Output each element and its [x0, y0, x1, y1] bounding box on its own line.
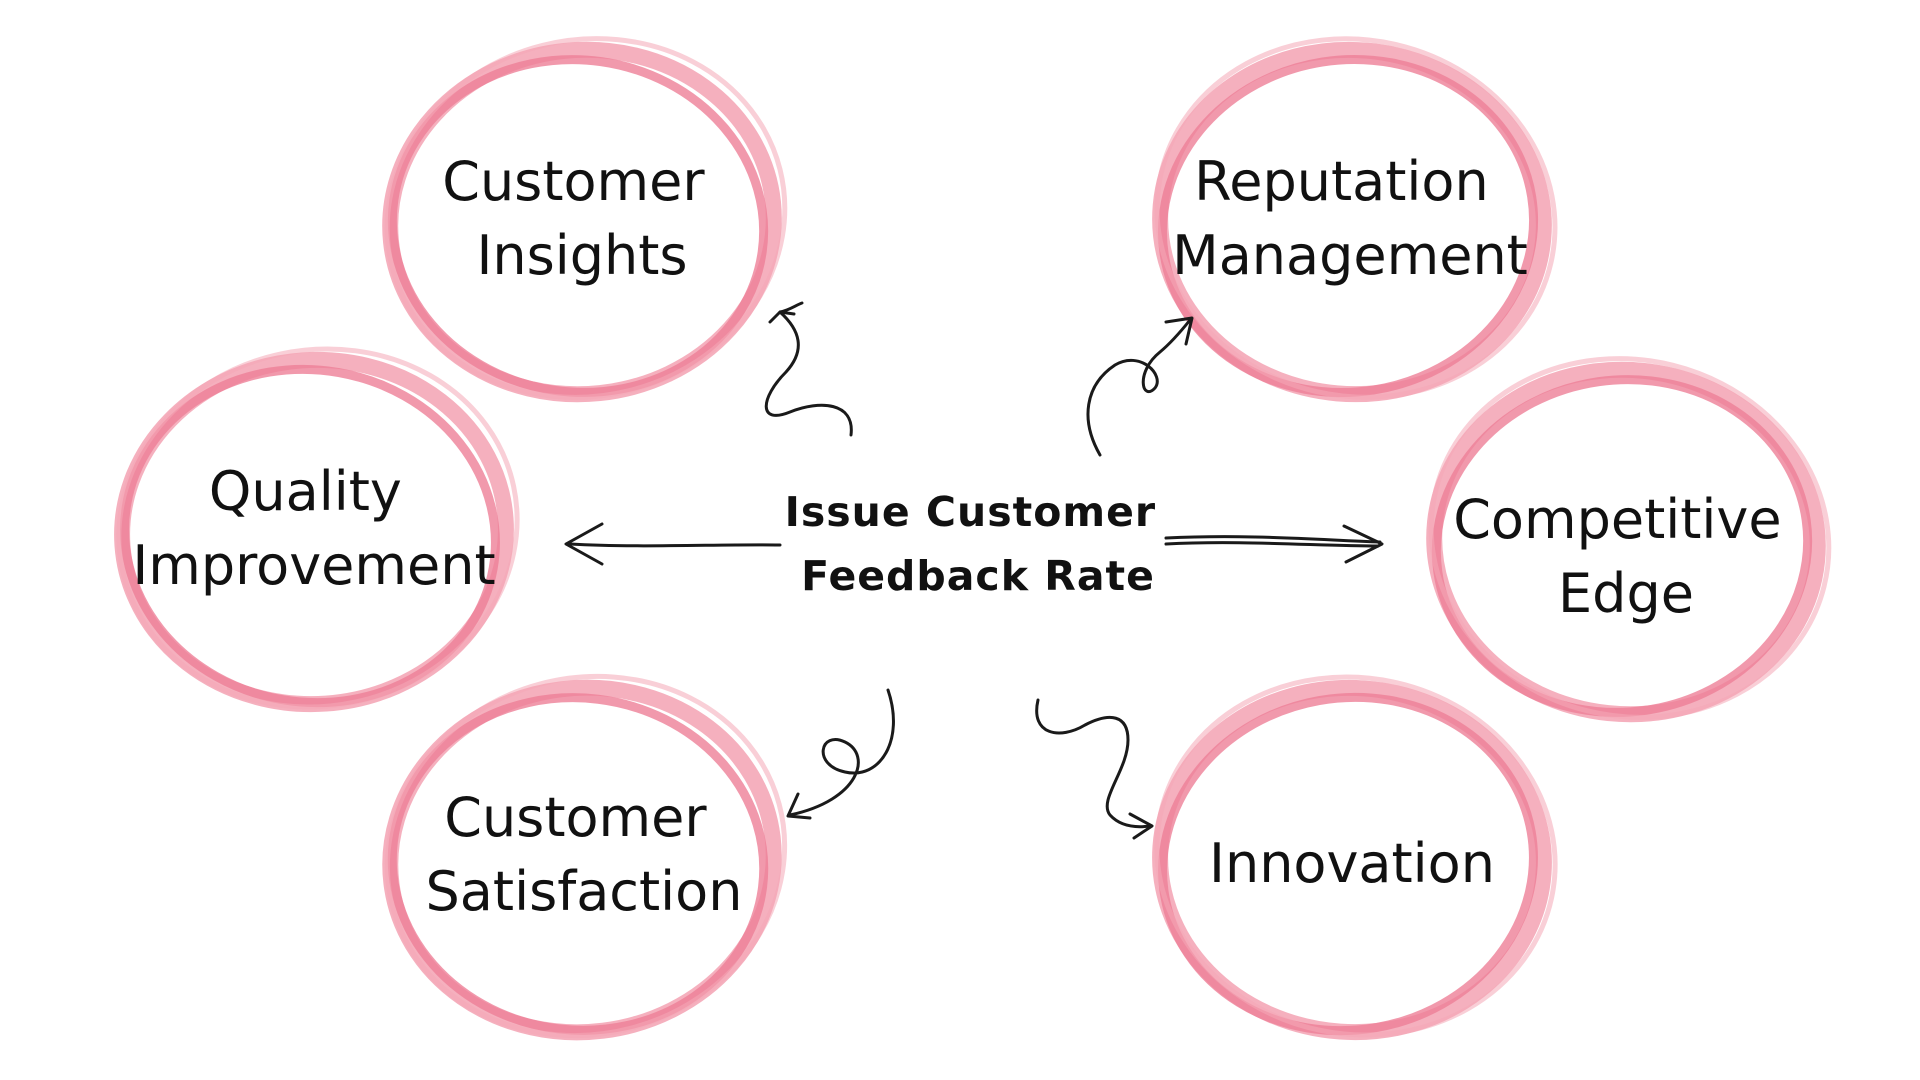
arrow-to-innovation [1035, 698, 1154, 840]
svg-text:Competitive Edge: Competitive Edge [1453, 488, 1799, 625]
quality-improvement-line-1: Quality [209, 460, 402, 523]
node-reputation-management: Reputation Management [1152, 36, 1558, 403]
svg-text:Customer Satisfaction: Customer Satisfaction [426, 786, 743, 923]
ring-innovation [1152, 674, 1558, 1041]
center-topic-line-2: Feedback Rate [801, 552, 1155, 600]
ring-competitive-edge [1426, 356, 1832, 723]
customer-satisfaction-line-1: Customer [444, 786, 707, 849]
customer-insights-line-1: Customer [442, 150, 705, 213]
svg-text:Customer Insights: Customer Insights [442, 150, 721, 287]
node-innovation: Innovation [1152, 674, 1558, 1041]
svg-text:Reputation Management: Reputation Management [1172, 150, 1528, 287]
ring-quality-improvement [114, 346, 520, 713]
customer-satisfaction-line-2: Satisfaction [426, 860, 743, 923]
quality-improvement-line-2: Improvement [132, 534, 495, 597]
innovation-line-1: Innovation [1209, 832, 1495, 895]
svg-text:Issue Customer Feedback: Issue Customer Feedback Rate [785, 488, 1172, 600]
competitive-edge-line-1: Competitive [1453, 488, 1781, 551]
arrow-to-competitive-edge [1164, 524, 1384, 564]
node-quality-improvement: Quality Improvement [114, 346, 520, 713]
reputation-management-line-1: Reputation [1194, 150, 1489, 213]
svg-text:Quality Improvement: Quality Improvement [132, 460, 495, 597]
arrow-to-reputation-management [1086, 316, 1194, 457]
center-topic: Issue Customer Feedback Rate [785, 488, 1172, 600]
ring-reputation-management [1152, 36, 1558, 403]
customer-insights-line-2: Insights [476, 224, 687, 287]
center-topic-line-1: Issue Customer [785, 488, 1157, 536]
node-customer-insights: Customer Insights [382, 36, 788, 403]
ring-customer-insights [382, 36, 788, 403]
node-competitive-edge: Competitive Edge [1426, 356, 1832, 723]
node-customer-satisfaction: Customer Satisfaction [382, 673, 788, 1041]
arrow-to-quality-improvement [564, 522, 782, 566]
arrow-to-customer-insights [764, 301, 853, 437]
ring-customer-satisfaction [382, 673, 788, 1041]
competitive-edge-line-2: Edge [1558, 562, 1694, 625]
arrow-to-customer-satisfaction [786, 688, 895, 820]
svg-text:Innovation: Innovation [1209, 832, 1495, 895]
reputation-management-line-2: Management [1172, 224, 1528, 287]
